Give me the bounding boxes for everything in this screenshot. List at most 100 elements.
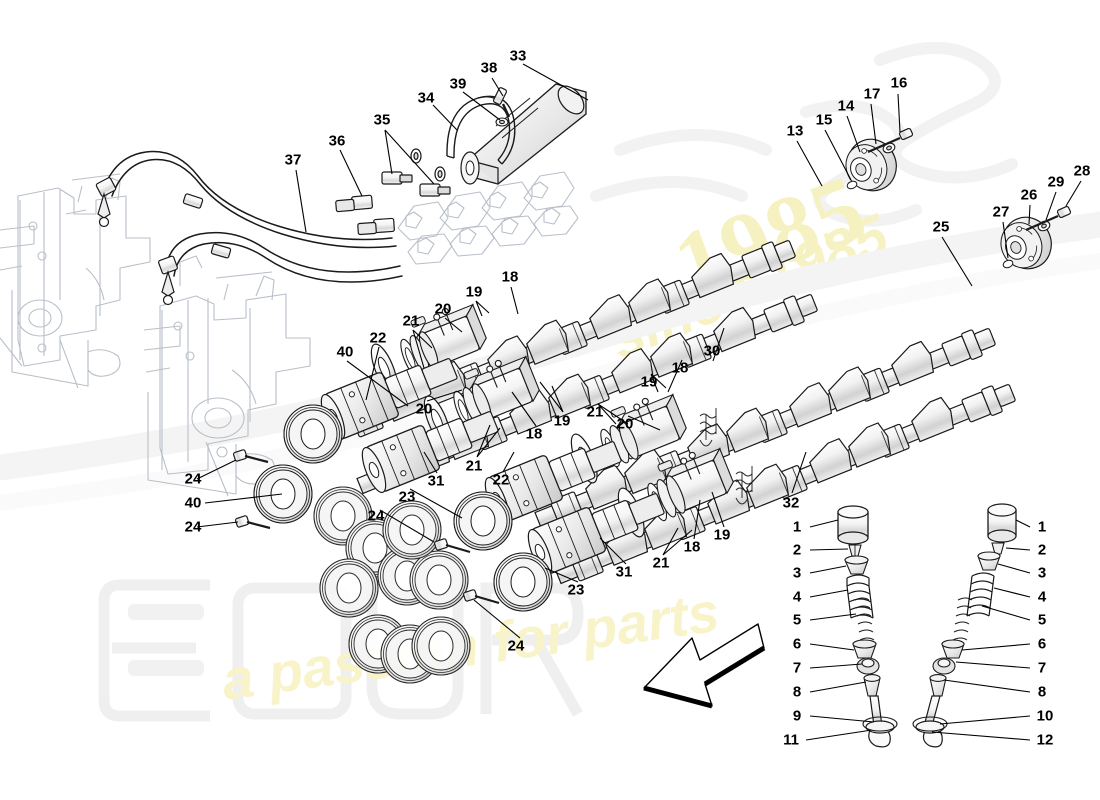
callout-32: 32 bbox=[782, 494, 800, 512]
gear-bolt-24-b bbox=[234, 515, 271, 530]
callout-19-a: 19 bbox=[465, 283, 483, 301]
valve-outer-spring-left bbox=[846, 574, 874, 619]
banjo-bolts-35 bbox=[381, 148, 451, 197]
callout-18-a: 18 bbox=[501, 268, 519, 286]
valve-collets-left bbox=[848, 544, 862, 557]
callout-28: 28 bbox=[1073, 162, 1091, 180]
oring-15 bbox=[846, 180, 858, 190]
valve-inner-spring-right bbox=[952, 597, 973, 641]
callout-35: 35 bbox=[373, 111, 391, 129]
valve-stack-under-cams bbox=[699, 408, 753, 505]
legend-right-8: 8 bbox=[1037, 683, 1047, 701]
legend-right-1: 1 bbox=[1037, 518, 1047, 536]
callout-27: 27 bbox=[992, 203, 1010, 221]
timing-gear-23-a bbox=[453, 491, 513, 551]
leader-lines bbox=[196, 63, 1082, 639]
legend-left-5: 5 bbox=[792, 611, 802, 629]
legend-left-4: 4 bbox=[792, 588, 802, 606]
callout-20-c: 20 bbox=[616, 415, 634, 433]
bearing-cap-row-d bbox=[612, 448, 737, 541]
callout-33: 33 bbox=[509, 47, 527, 65]
valve-legend-leaders bbox=[805, 519, 1031, 741]
valve-guide-left bbox=[863, 674, 881, 697]
callout-24-c: 24 bbox=[367, 507, 385, 525]
callout-24-a: 24 bbox=[184, 470, 202, 488]
callout-14: 14 bbox=[837, 97, 855, 115]
callout-18-c: 18 bbox=[525, 425, 543, 443]
legend-left-8: 8 bbox=[792, 683, 802, 701]
callout-18-d: 18 bbox=[683, 538, 701, 556]
valve-spring-seat-left bbox=[852, 639, 877, 659]
callout-13: 13 bbox=[786, 122, 804, 140]
callout-26: 26 bbox=[1020, 186, 1038, 204]
legend-right-10: 10 bbox=[1036, 707, 1054, 725]
valve-retainer-left bbox=[844, 555, 869, 575]
bearing-cap-row-b bbox=[418, 356, 543, 449]
valve-bucket-left bbox=[837, 505, 869, 545]
callout-39: 39 bbox=[449, 75, 467, 93]
legend-right-6: 6 bbox=[1037, 635, 1047, 653]
callout-21-b: 21 bbox=[465, 457, 483, 475]
variator-31-upper bbox=[361, 411, 499, 494]
callout-40-a: 40 bbox=[336, 343, 354, 361]
hose-union-nuts bbox=[335, 194, 395, 236]
legend-left-7: 7 bbox=[792, 659, 802, 677]
tensioner-cylinder-33 bbox=[460, 83, 587, 185]
callout-16: 16 bbox=[890, 74, 908, 92]
phaser-bolt-28 bbox=[1025, 205, 1072, 232]
valve-stem-seal-left bbox=[856, 657, 880, 675]
callout-38: 38 bbox=[480, 59, 498, 77]
callout-21-c: 21 bbox=[586, 403, 604, 421]
valve-detail-left bbox=[837, 505, 898, 748]
watermark-euro-solid bbox=[128, 604, 204, 676]
callout-23-b: 23 bbox=[567, 581, 585, 599]
legend-right-2: 2 bbox=[1037, 541, 1047, 559]
gear-bolt-24-d bbox=[462, 589, 500, 605]
callout-31-b: 31 bbox=[615, 563, 633, 581]
legend-left-2: 2 bbox=[792, 541, 802, 559]
phaser-14 bbox=[837, 131, 905, 200]
callout-30: 30 bbox=[703, 342, 721, 360]
legend-left-1: 1 bbox=[792, 518, 802, 536]
gear-bolt-24-a bbox=[232, 449, 269, 464]
bracket-bolt-38 bbox=[492, 87, 511, 118]
oil-hose-assembly bbox=[103, 150, 403, 283]
callout-17: 17 bbox=[863, 85, 881, 103]
valve-seat-ring-right bbox=[912, 716, 948, 732]
callout-18-b: 18 bbox=[671, 359, 689, 377]
valve-bucket-right bbox=[987, 503, 1017, 543]
callout-40-b: 40 bbox=[184, 494, 202, 512]
valve-seat-ring-left bbox=[862, 716, 898, 732]
valve-outer-spring-right bbox=[966, 572, 995, 617]
callout-19-c: 19 bbox=[553, 412, 571, 430]
watermark-sweep-2 bbox=[0, 252, 1100, 511]
valve-detail-right bbox=[912, 503, 1017, 748]
legend-left-9: 9 bbox=[792, 707, 802, 725]
callout-20-a: 20 bbox=[434, 300, 452, 318]
callout-19-d: 19 bbox=[713, 526, 731, 544]
callout-36: 36 bbox=[328, 132, 346, 150]
gear-bolt-24-c bbox=[433, 538, 471, 554]
callout-31-a: 31 bbox=[427, 472, 445, 490]
valve-stem-seal-right bbox=[932, 657, 956, 675]
hose-fittings bbox=[95, 177, 232, 306]
legend-right-12: 12 bbox=[1036, 731, 1054, 749]
callout-25: 25 bbox=[932, 218, 950, 236]
timing-gear-40-b bbox=[253, 464, 313, 524]
legend-left-6: 6 bbox=[792, 635, 802, 653]
callout-23-a: 23 bbox=[398, 488, 416, 506]
callout-22-b: 22 bbox=[492, 471, 510, 489]
cam-carrier-ghost bbox=[397, 171, 579, 265]
callout-20-b: 20 bbox=[415, 400, 433, 418]
oring-27 bbox=[1002, 259, 1014, 269]
callout-34: 34 bbox=[417, 89, 435, 107]
valve-right bbox=[915, 695, 945, 748]
legend-right-5: 5 bbox=[1037, 611, 1047, 629]
valve-retainer-right bbox=[977, 551, 1001, 571]
timing-gear-23-b bbox=[493, 552, 553, 612]
bracket-washer-39 bbox=[495, 117, 509, 127]
direction-arrow bbox=[643, 623, 766, 709]
phaser-bolt-16 bbox=[867, 127, 914, 154]
variator-22-upper bbox=[320, 358, 458, 441]
